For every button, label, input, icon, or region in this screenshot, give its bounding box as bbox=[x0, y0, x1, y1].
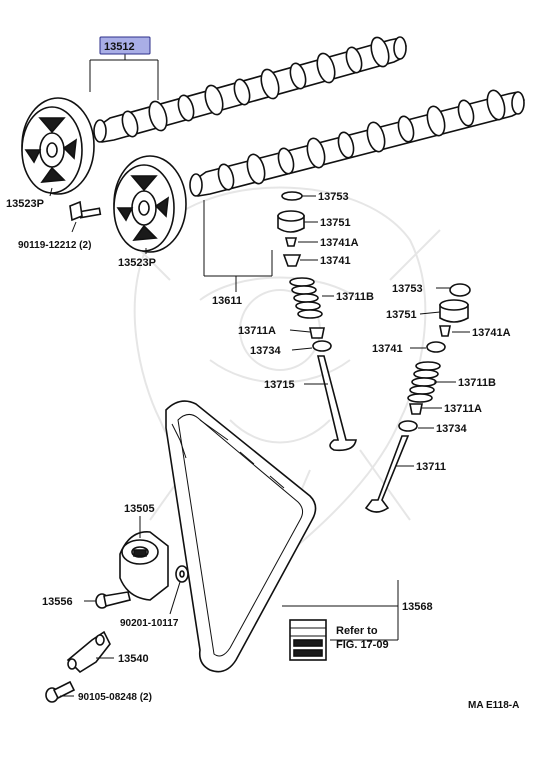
label-camshaft-13512[interactable]: 13512 bbox=[104, 41, 135, 53]
leader-lines bbox=[49, 54, 470, 697]
valve-train-b bbox=[364, 283, 471, 513]
label-refer-line1[interactable]: Refer to bbox=[336, 625, 378, 637]
bracket bbox=[66, 630, 111, 674]
label-seal-a[interactable]: 13734 bbox=[250, 345, 281, 357]
valve-spring-a bbox=[289, 277, 323, 319]
label-spring-a[interactable]: 13711B bbox=[336, 291, 374, 303]
label-retainer-b[interactable]: 13741 bbox=[372, 343, 403, 355]
label-seat-a[interactable]: 13711A bbox=[238, 325, 276, 337]
label-valve-a[interactable]: 13715 bbox=[264, 379, 295, 391]
label-belt[interactable]: 13568 bbox=[402, 601, 433, 613]
refer-to-icon bbox=[289, 619, 327, 661]
label-refer-line2[interactable]: FIG. 17-09 bbox=[336, 639, 389, 651]
label-keeper-a[interactable]: 13741A bbox=[320, 237, 359, 249]
label-shim-b[interactable]: 13753 bbox=[392, 283, 423, 295]
diagram-code: MA E118-A bbox=[468, 700, 519, 711]
valve-train-a bbox=[277, 191, 357, 452]
camshaft-upper bbox=[93, 36, 407, 143]
label-keeper-b[interactable]: 13741A bbox=[472, 327, 511, 339]
part-labels: 13512 13523P 90119-12212 (2) 13523P 1361… bbox=[6, 36, 519, 711]
label-washer[interactable]: 90201-10117 bbox=[120, 618, 179, 629]
label-idler-bolt[interactable]: 13556 bbox=[42, 596, 73, 608]
washer bbox=[175, 565, 189, 583]
label-camshaft-13611[interactable]: 13611 bbox=[212, 295, 242, 307]
cam-pulley-left bbox=[21, 97, 95, 195]
label-seat-b[interactable]: 13711A bbox=[444, 403, 482, 415]
label-bracket[interactable]: 13540 bbox=[118, 653, 149, 665]
idler-bolt bbox=[95, 591, 131, 609]
label-pulley-bolt[interactable]: 90119-12212 (2) bbox=[18, 240, 91, 251]
camshaft-lower bbox=[189, 89, 525, 197]
label-pulley-left[interactable]: 13523P bbox=[6, 198, 44, 210]
label-idler[interactable]: 13505 bbox=[124, 503, 155, 515]
label-spring-b[interactable]: 13711B bbox=[458, 377, 496, 389]
label-shim-a[interactable]: 13753 bbox=[318, 191, 349, 203]
label-bracket-bolt[interactable]: 90105-08248 (2) bbox=[78, 692, 152, 703]
idler-pulley bbox=[119, 531, 169, 601]
label-pulley-right[interactable]: 13523P bbox=[118, 257, 156, 269]
label-lifter-a[interactable]: 13751 bbox=[320, 217, 351, 229]
label-seal-b[interactable]: 13734 bbox=[436, 423, 467, 435]
pulley-bolt bbox=[69, 200, 102, 222]
label-retainer-a[interactable]: 13741 bbox=[320, 255, 351, 267]
timing-belt bbox=[165, 400, 317, 673]
cam-pulley-right bbox=[113, 155, 187, 253]
valve-spring-b bbox=[407, 361, 441, 403]
bracket-bolt bbox=[45, 680, 76, 703]
highlight-box-13512 bbox=[99, 36, 151, 55]
label-valve-b[interactable]: 13711 bbox=[416, 461, 446, 473]
label-lifter-b[interactable]: 13751 bbox=[386, 309, 417, 321]
